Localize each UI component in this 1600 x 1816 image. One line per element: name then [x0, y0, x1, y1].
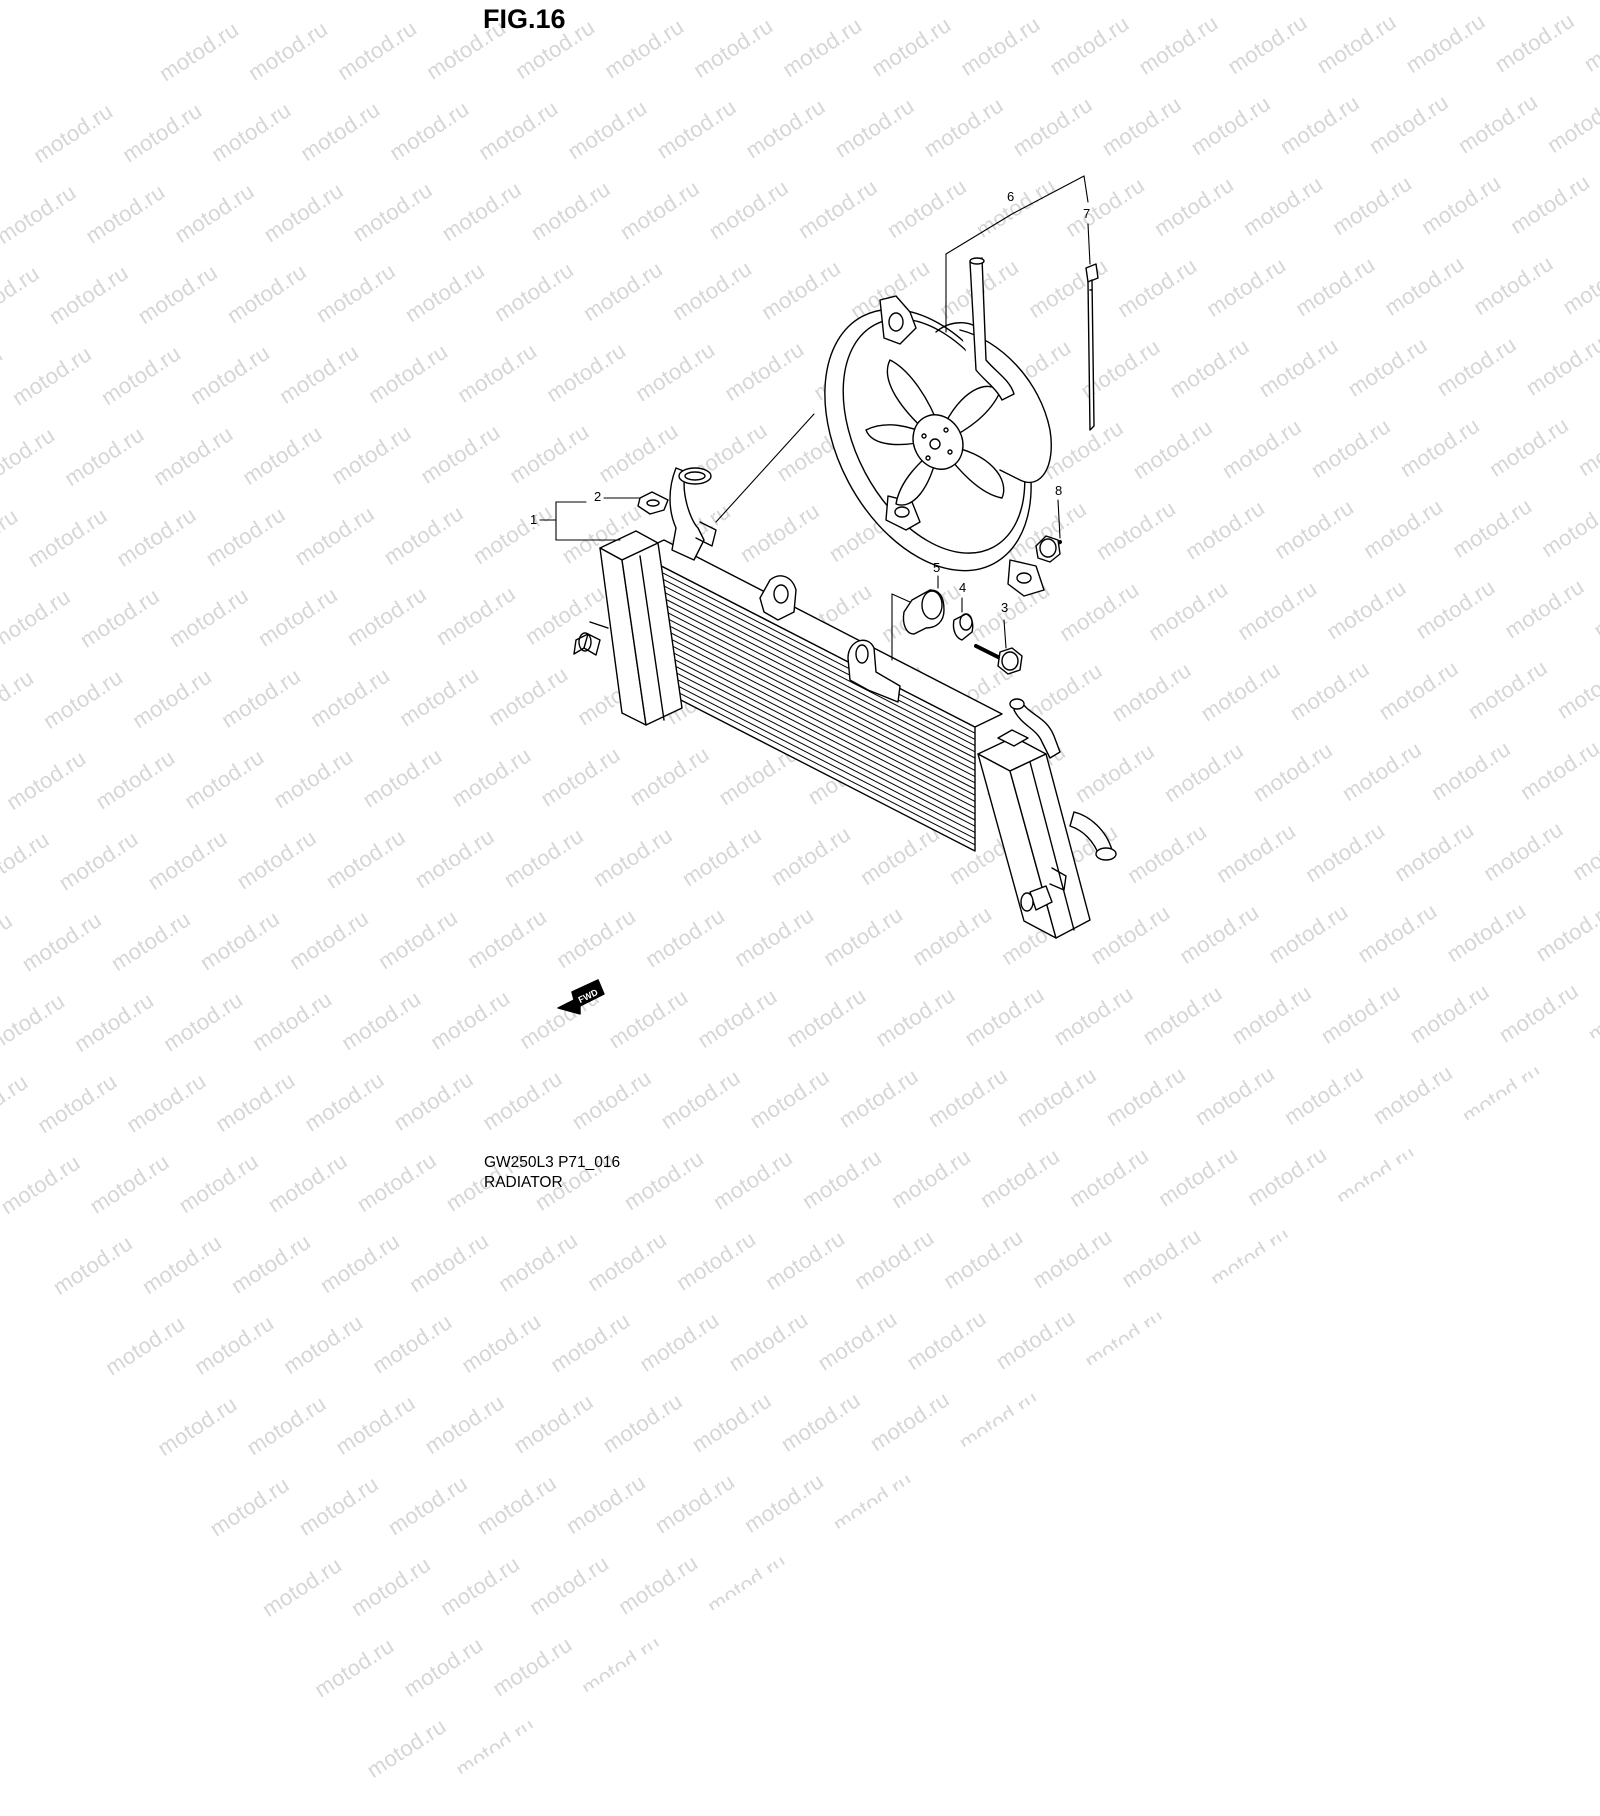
watermark-text: motod.ru	[405, 1228, 494, 1298]
watermark-text: motod.ru	[494, 1227, 583, 1297]
watermark-text: motod.ru	[1028, 1224, 1117, 1294]
watermark-text: motod.ru	[190, 1310, 279, 1380]
model-code-caption: GW250L3 P71_016	[484, 1154, 620, 1172]
watermark-text: motod.ru	[598, 1388, 687, 1458]
bolt-part-3	[976, 646, 1022, 674]
watermark-text: motod.ru	[451, 1713, 540, 1783]
section-caption: RADIATOR	[484, 1174, 563, 1192]
watermark-text: motod.ru	[651, 1469, 740, 1539]
watermark-text: motod.ru	[488, 1632, 577, 1702]
watermark-text: motod.ru	[850, 1225, 939, 1295]
callout-6: 6	[1007, 190, 1014, 203]
cable-tie-part-7	[1086, 264, 1098, 430]
watermark-text: motod.ru	[865, 1387, 954, 1457]
callout-8: 8	[1055, 484, 1062, 497]
bolt-part-8	[1036, 536, 1060, 562]
watermark-text: motod.ru	[776, 1387, 865, 1457]
watermark-text: motod.ru	[242, 1391, 331, 1461]
watermark-text: motod.ru	[525, 1551, 614, 1621]
watermark-text: motod.ru	[813, 1306, 902, 1376]
watermark-text: motod.ru	[740, 1468, 829, 1538]
cooling-fan-assembly	[783, 274, 1073, 606]
spacer-part-4	[953, 614, 972, 640]
watermark-text: motod.ru	[227, 1229, 316, 1299]
cushion-part-5	[903, 590, 944, 634]
watermark-text: motod.ru	[902, 1305, 991, 1375]
watermark-text: motod.ru	[347, 1552, 436, 1622]
watermark-text: motod.ru	[1080, 1304, 1169, 1374]
radiator-core	[636, 540, 1002, 851]
watermark-text: motod.ru	[687, 1388, 776, 1458]
callout-1: 1	[530, 513, 537, 526]
watermark-text: motod.ru	[48, 1230, 137, 1300]
watermark-text: motod.ru	[362, 1713, 451, 1783]
watermark-text: motod.ru	[436, 1551, 525, 1621]
watermark-text: motod.ru	[583, 1227, 672, 1297]
watermark-text: motod.ru	[614, 1550, 703, 1620]
watermark-text: motod.ru	[457, 1308, 546, 1378]
watermark-text: motod.ru	[258, 1552, 347, 1622]
callout-4: 4	[959, 581, 966, 594]
watermark-text: motod.ru	[101, 1311, 190, 1381]
watermark-text: motod.ru	[399, 1632, 488, 1702]
watermark-text: motod.ru	[472, 1470, 561, 1540]
radiator-inlet-neck	[670, 468, 716, 560]
watermark-text: motod.ru	[724, 1307, 813, 1377]
watermark-text: motod.ru	[761, 1226, 850, 1296]
watermark-text: motod.ru	[310, 1633, 399, 1703]
watermark-text: motod.ru	[954, 1386, 1043, 1456]
watermark-text: motod.ru	[383, 1471, 472, 1541]
watermark-text: motod.ru	[991, 1305, 1080, 1375]
watermark-text: motod.ru	[672, 1226, 761, 1296]
callout-2: 2	[594, 490, 601, 503]
watermark-text: motod.ru	[294, 1471, 383, 1541]
radiator-right-tank	[978, 730, 1090, 938]
watermark-text: motod.ru	[420, 1389, 509, 1459]
watermark-text: motod.ru	[138, 1230, 227, 1300]
watermark-text: motod.ru	[577, 1631, 666, 1701]
watermark-text: motod.ru	[561, 1469, 650, 1539]
callout-7: 7	[1083, 207, 1090, 220]
radiator-cap-part-2	[638, 492, 668, 514]
watermark-text: motod.ru	[153, 1391, 242, 1461]
watermark-text: motod.ru	[635, 1307, 724, 1377]
watermark-text: motod.ru	[509, 1389, 598, 1459]
watermark-text: motod.ru	[829, 1468, 918, 1538]
watermark-text: motod.ru	[939, 1224, 1028, 1294]
callout-3: 3	[1001, 601, 1008, 614]
watermark-text: motod.ru	[546, 1308, 635, 1378]
watermark-text: motod.ru	[205, 1472, 294, 1542]
watermark-text: motod.ru	[279, 1310, 368, 1380]
upper-bracket	[760, 576, 796, 620]
watermark-text: motod.ru	[1117, 1223, 1206, 1293]
parts-diagram	[0, 0, 1600, 1200]
watermark-text: motod.ru	[703, 1549, 792, 1619]
figure-title: FIG.16	[483, 4, 566, 35]
watermark-text: motod.ru	[331, 1390, 420, 1460]
watermark-text: motod.ru	[316, 1228, 405, 1298]
watermark-text: motod.ru	[1206, 1223, 1295, 1293]
callout-5: 5	[933, 561, 940, 574]
watermark-text: motod.ru	[368, 1309, 457, 1379]
